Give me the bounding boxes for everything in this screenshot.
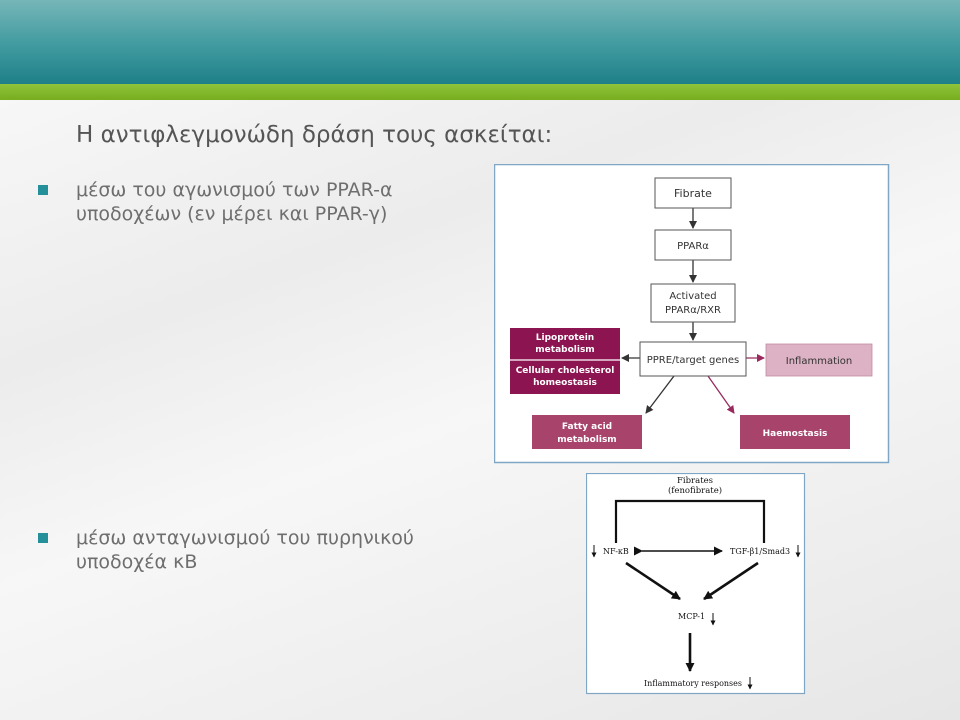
node-fibrate bbox=[654, 177, 732, 209]
node-haemostasis bbox=[740, 415, 850, 449]
node-lipoprotein-label-2: metabolism bbox=[535, 345, 594, 355]
node-haemostasis-label: Haemostasis bbox=[763, 429, 828, 439]
bullet-text-line2: υποδοχέων (εν μέρει και PPAR-γ) bbox=[76, 203, 388, 225]
header-accent-line bbox=[0, 84, 960, 100]
node-activated-label-2: PPARα/RXR bbox=[665, 305, 721, 316]
arrow-tgf-mcp1 bbox=[703, 561, 759, 601]
node-ppre-label: PPRE/target genes bbox=[647, 355, 739, 366]
header-band bbox=[0, 0, 960, 84]
node-fatty-acid-label-2: metabolism bbox=[557, 435, 616, 445]
node-inflammation bbox=[765, 343, 873, 377]
bullet-square-icon bbox=[38, 185, 48, 195]
pathway-tgf-label: TGF-β1/Smad3 bbox=[730, 547, 790, 556]
node-lipoprotein-label-1: Lipoprotein bbox=[536, 333, 594, 343]
pathway-fibrates-label-2: (fenofibrate) bbox=[668, 485, 722, 496]
node-ppar-alpha-label: PPARα bbox=[677, 241, 709, 252]
fibrates-pathway-diagram: Fibrates (fenofibrate) NF-κB TGF-β1/Smad… bbox=[586, 473, 806, 695]
node-cholesterol-label-1: Cellular cholesterol bbox=[516, 366, 615, 376]
arrow-ppre-haemostasis bbox=[707, 375, 735, 414]
node-activated-ppar-rxr bbox=[650, 283, 736, 323]
bullet-text-line2: υποδοχέα κΒ bbox=[76, 551, 198, 573]
ppar-flowchart: Fibrate PPARα Activated PPARα/RXR PPRE/t… bbox=[494, 164, 890, 464]
node-fibrate-label: Fibrate bbox=[674, 187, 712, 200]
bullet-item-ppar: μέσω του αγωνισμού των PPAR-α υποδοχέων … bbox=[38, 178, 478, 226]
node-fatty-acid bbox=[532, 415, 642, 449]
pathway-inflammatory-label: Inflammatory responses bbox=[644, 679, 742, 688]
node-cholesterol-label-2: homeostasis bbox=[533, 378, 597, 388]
arrow-nfkb-mcp1 bbox=[625, 561, 681, 601]
pathway-nfkb-label: NF-κB bbox=[603, 547, 629, 556]
arrow-ppre-fatty-acid bbox=[645, 375, 675, 414]
bracket-line bbox=[614, 499, 766, 543]
bullet-item-nfkb: μέσω ανταγωνισμού του πυρηνικού υποδοχέα… bbox=[38, 526, 478, 574]
pathway-fibrates-label-1: Fibrates bbox=[677, 476, 713, 486]
node-ppar-alpha bbox=[654, 229, 732, 261]
node-fatty-acid-label-1: Fatty acid bbox=[562, 422, 612, 432]
bullet-text-line1: μέσω του αγωνισμού των PPAR-α bbox=[76, 179, 393, 201]
node-lipoprotein-cholesterol bbox=[510, 328, 620, 394]
node-inflammation-label: Inflammation bbox=[786, 356, 852, 367]
bullet-text-line1: μέσω ανταγωνισμού του πυρηνικού bbox=[76, 527, 414, 549]
node-ppre-target-genes bbox=[639, 341, 747, 377]
pathway-frame bbox=[586, 473, 806, 695]
pathway-mcp1-label: MCP-1 bbox=[678, 612, 705, 621]
bullet-square-icon bbox=[38, 533, 48, 543]
node-activated-label-1: Activated bbox=[669, 291, 716, 302]
slide-title: Η αντιφλεγμονώδη δράση τους ασκείται: bbox=[76, 122, 553, 148]
